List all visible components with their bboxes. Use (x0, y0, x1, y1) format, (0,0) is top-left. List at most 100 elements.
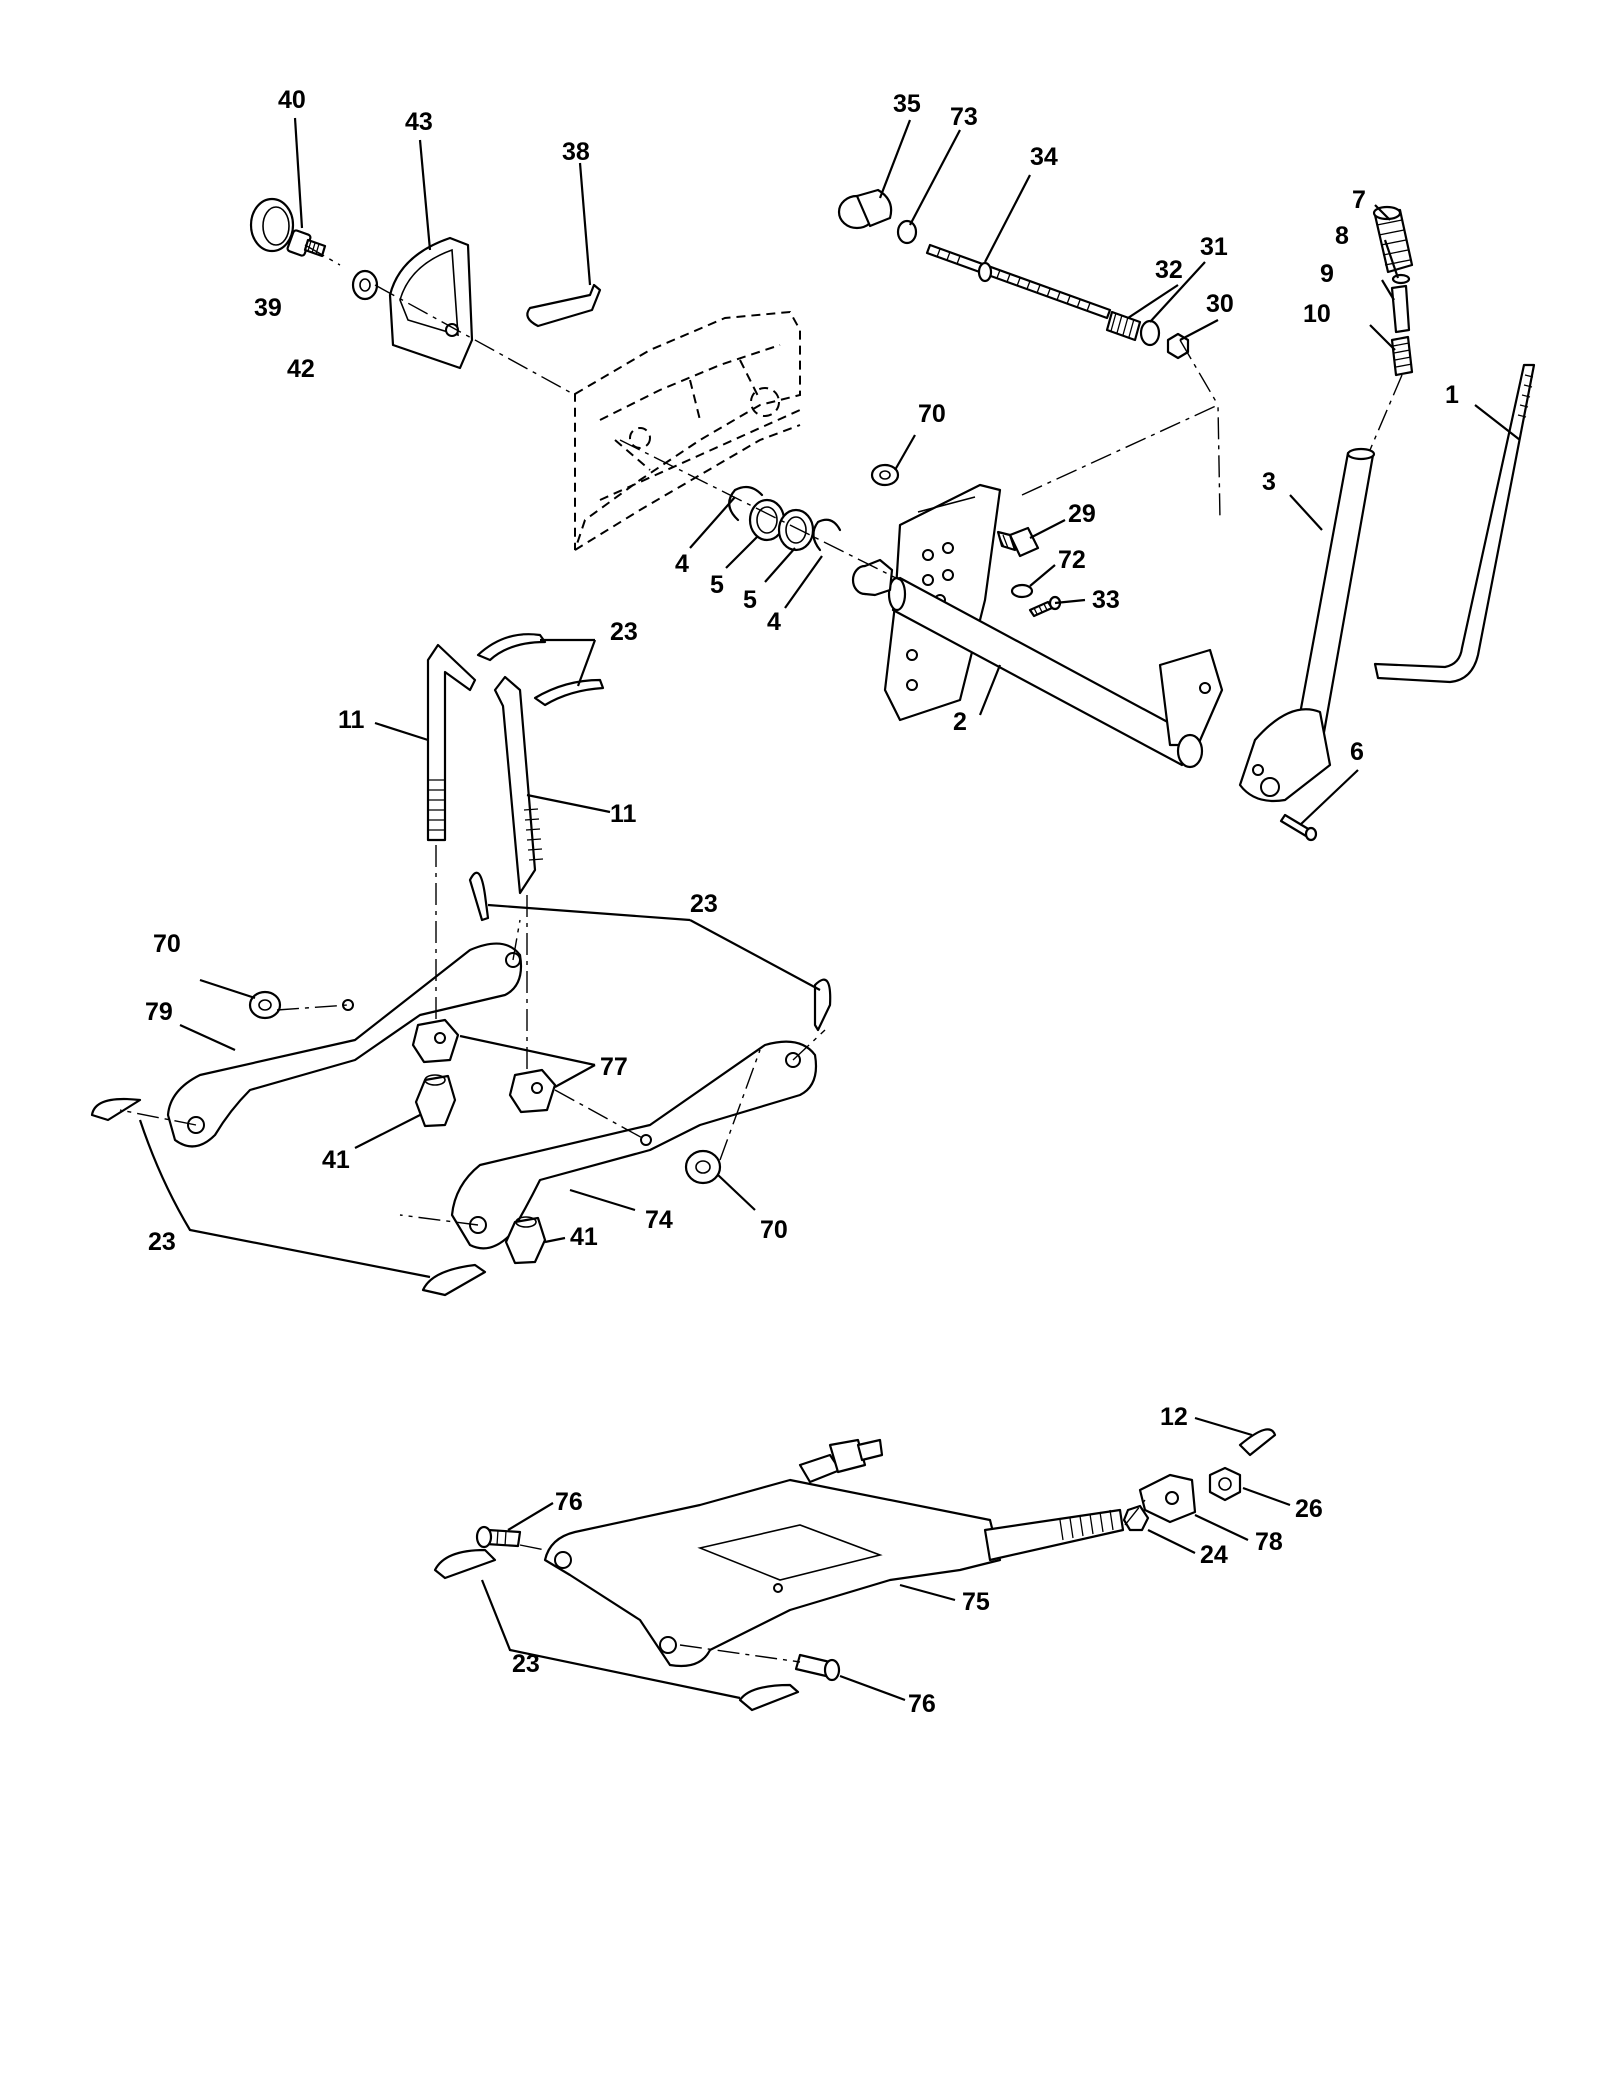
clip-part-23-upper-a (476, 633, 547, 662)
callout-5a: 5 (710, 571, 724, 599)
block-part-77-left (411, 1018, 460, 1064)
block-part-77-right (508, 1068, 557, 1114)
callout-23-top: 23 (610, 618, 638, 646)
frame-outline (574, 310, 801, 551)
clip-part-38 (526, 283, 602, 328)
callout-75: 75 (962, 1588, 990, 1616)
nut-part-26 (1208, 1466, 1242, 1502)
clip-part-23-upper-b (533, 678, 605, 707)
callout-32: 32 (1155, 256, 1183, 284)
callout-4b: 4 (767, 608, 781, 636)
callout-10: 10 (1303, 300, 1331, 328)
bolt-part-76-lower (794, 1653, 841, 1682)
callout-31: 31 (1200, 233, 1228, 261)
callout-6: 6 (1350, 738, 1364, 766)
callout-1: 1 (1445, 381, 1459, 409)
rod-part-1 (1373, 363, 1536, 684)
callout-41-right: 41 (570, 1223, 598, 1251)
pin-part-9 (1390, 284, 1411, 334)
phantom-lines-upper (304, 244, 1403, 581)
bolt-part-11-left (426, 643, 477, 842)
rod-part-34 (925, 243, 1112, 320)
spring-part-32 (1105, 310, 1142, 342)
callout-9: 9 (1320, 260, 1334, 288)
washer-part-70-mid-right (684, 1149, 722, 1185)
washer-part-72 (1010, 583, 1034, 599)
callout-12: 12 (1160, 1403, 1188, 1431)
ring-part-39 (249, 197, 295, 253)
callout-70-mid-right: 70 (760, 1216, 788, 1244)
callout-40: 40 (278, 86, 306, 114)
callout-77: 77 (600, 1053, 628, 1081)
callout-26: 26 (1295, 1495, 1323, 1523)
block-part-78 (1138, 1473, 1197, 1524)
callout-41-left: 41 (322, 1146, 350, 1174)
callout-79: 79 (145, 998, 173, 1026)
washer-part-31 (1139, 319, 1161, 347)
snap-ring-part-4a (728, 485, 764, 522)
phantom-lines-middle (119, 845, 826, 1226)
bolt-part-40 (286, 229, 327, 258)
callout-7: 7 (1352, 186, 1366, 214)
callout-23-mid: 23 (690, 890, 718, 918)
washer-part-70-upper (870, 463, 900, 487)
nut-part-73 (896, 219, 918, 245)
ring-part-8 (1391, 273, 1411, 285)
nut-part-41-left (414, 1074, 457, 1128)
pivot-part-29 (996, 526, 1040, 558)
spring-part-10 (1390, 335, 1414, 377)
bracket-part-43 (388, 236, 474, 370)
washer-part-5b (777, 508, 815, 552)
callout-33: 33 (1092, 586, 1120, 614)
callout-72: 72 (1058, 546, 1086, 574)
rod-part-75 (983, 1508, 1125, 1562)
clip-part-23-mid-bottom (421, 1263, 487, 1297)
callout-11-left: 11 (338, 706, 365, 734)
bushing-part (851, 558, 894, 597)
phantom-lines-lower (519, 1499, 1146, 1663)
clip-part-23-mid-left (90, 1097, 142, 1122)
callout-38: 38 (562, 138, 590, 166)
callout-3: 3 (1262, 468, 1276, 496)
washer-part-70-mid-left (248, 990, 282, 1020)
callout-78: 78 (1255, 1528, 1283, 1556)
bolt-part-11-right (493, 675, 544, 895)
clip-part-23-mid-top (468, 871, 490, 922)
nut-part-30 (1166, 332, 1190, 360)
callout-70-upper: 70 (918, 400, 946, 428)
plate-part-75 (543, 1478, 1002, 1668)
callout-23-bottom-left: 23 (148, 1228, 176, 1256)
clip-part-23-mid-right (813, 978, 832, 1032)
nut-part-24 (1122, 1504, 1150, 1532)
snap-ring-part-4b (812, 518, 842, 552)
callout-73: 73 (950, 103, 978, 131)
callout-8: 8 (1335, 222, 1349, 250)
callout-5b: 5 (743, 586, 757, 614)
callout-24: 24 (1200, 1541, 1228, 1569)
shaft-part-2 (887, 576, 1224, 769)
leader-lines (138, 117, 1521, 1702)
callout-43: 43 (405, 108, 433, 136)
callout-labels: 40 43 38 39 42 35 73 34 7 8 9 10 31 32 3… (145, 86, 1459, 1718)
nut-part-41-right (504, 1216, 547, 1265)
callout-76-upper: 76 (555, 1488, 583, 1516)
callout-70-mid-left: 70 (153, 930, 181, 958)
callout-30: 30 (1206, 290, 1234, 318)
callout-11-right: 11 (610, 800, 637, 828)
clip-part-23-lower-a (433, 1548, 497, 1580)
callout-34: 34 (1030, 143, 1058, 171)
stud-part-75 (798, 1438, 884, 1484)
callout-29: 29 (1068, 500, 1096, 528)
callout-2: 2 (953, 708, 967, 736)
callout-42: 42 (287, 355, 315, 383)
washer-part-42 (351, 269, 379, 301)
callout-4a: 4 (675, 550, 689, 578)
bolt-part-76-upper (475, 1525, 522, 1549)
callout-23-lower: 23 (512, 1650, 540, 1678)
screw-part-33 (1028, 595, 1062, 618)
callout-74: 74 (645, 1206, 673, 1234)
link-part-79 (166, 942, 523, 1148)
clevis-lever-part-3 (1238, 708, 1332, 803)
knob-part-35 (837, 188, 893, 230)
